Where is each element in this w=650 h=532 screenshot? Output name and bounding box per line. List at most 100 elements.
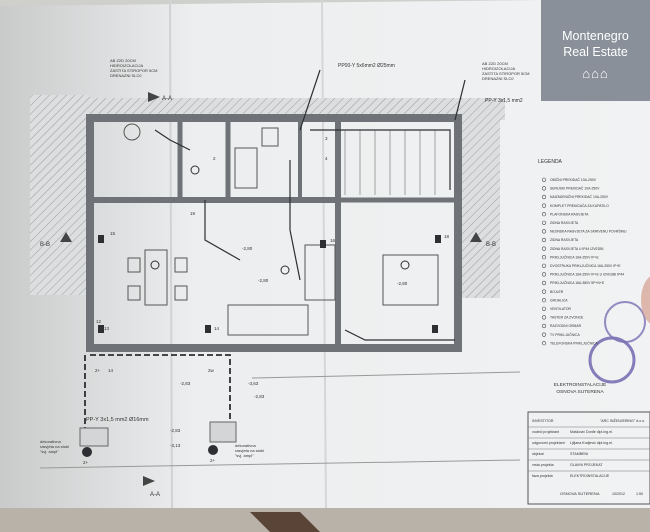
svg-text:12: 12	[96, 319, 102, 324]
note-top-left: AB Z2D 20CM	[110, 58, 136, 63]
title-block: INVESTITOR "ARC INŽENJERING" d.o.o. vode…	[528, 418, 650, 496]
legend-symbol-icon	[541, 229, 547, 234]
svg-text:14: 14	[214, 326, 220, 331]
svg-text:-2,83: -2,83	[180, 381, 191, 386]
staircase	[344, 130, 436, 195]
legend-item: RAZVODNI ORMAR	[550, 324, 582, 328]
legend: LEGENDA OBIČNI PREKIDAČ 10A-250V SERIJSKI…	[538, 159, 627, 345]
watermark-line2: Real Estate	[563, 45, 628, 59]
svg-text:B-B: B-B	[486, 242, 496, 248]
legend-item: NEONSKA RASVJETA ZA SKRIVENU POVRŠINU	[550, 229, 627, 234]
table-surface	[0, 508, 650, 532]
section-label-bb: B-B	[40, 242, 50, 248]
walls	[86, 114, 462, 352]
title-block-label: odgovorni projektant	[532, 441, 565, 445]
legend-item: GRIJALICA	[550, 298, 568, 302]
svg-text:2+: 2+	[210, 458, 216, 463]
legend-symbol-icon	[541, 289, 547, 294]
soil-hatch	[30, 95, 90, 295]
circuit-number: 15	[110, 231, 116, 236]
legend-symbol-icon	[541, 186, 547, 191]
three-houses-icon: ⌂⌂⌂	[582, 66, 609, 81]
legend-item: TELEFONSKA PRIKLJUČNICA	[550, 340, 598, 345]
soil-hatch	[455, 118, 500, 298]
legend-symbol-icon	[541, 220, 547, 225]
legend-symbol-icon	[541, 237, 547, 243]
legend-item: PRIKLJUČNICA 16A-380V 5P+N+E	[550, 280, 605, 285]
legend-item: TV PRIKLJUČNICA	[550, 332, 581, 337]
title-block-client: "ARC INŽENJERING" d.o.o.	[600, 418, 645, 423]
outline	[39, 459, 521, 469]
legend-symbol-icon	[541, 332, 547, 337]
cable-label-top: PP00-Y 5x6mm2 Ø25mm	[338, 63, 395, 69]
svg-text:13: 13	[104, 326, 110, 331]
title-block-label: vrsta projekta	[532, 463, 554, 467]
legend-symbol-icon	[541, 315, 547, 320]
planter	[79, 427, 109, 447]
stamp	[588, 336, 636, 384]
hand	[641, 276, 650, 324]
legend-item: DVOSTRUKA PRIKLJUČNICA 16A-250V IP+E	[550, 263, 621, 268]
section-marker-aa	[143, 476, 155, 486]
legend-symbol-icon	[541, 272, 547, 277]
title-block-scale: 1:50	[636, 492, 643, 496]
svg-text:2+: 2+	[83, 460, 89, 465]
svg-text:-3,13: -3,13	[170, 443, 181, 448]
title-block-firm: INVESTITOR	[532, 419, 554, 423]
legend-item: OBIČNI PREKIDAČ 10A-250V	[550, 177, 597, 182]
watermark-line1: Montenegro	[562, 29, 629, 43]
svg-text:16: 16	[330, 238, 336, 243]
lamp-label-right: dekorativna	[235, 443, 256, 448]
section-marker-bb	[60, 232, 72, 242]
svg-text:3: 3	[325, 136, 328, 141]
cable-label-right: PP-Y 3x1,5 mm2	[485, 98, 523, 104]
title-block-value: Ljiljana Kraljević dipl.ing.el.	[570, 441, 613, 445]
svg-text:2+: 2+	[95, 368, 101, 373]
paper-fold	[169, 0, 173, 513]
cable-label-terrace: PP-Y 3x1,5 mm2 Ø16mm	[86, 417, 149, 423]
outline	[251, 371, 521, 379]
title-block-label: faza projekta	[532, 474, 553, 478]
svg-text:14: 14	[108, 368, 114, 373]
watermark-logo: Montenegro Real Estate ⌂⌂⌂	[541, 0, 650, 101]
legend-symbol-icon	[541, 263, 547, 268]
legend-item: VENTILATOR	[550, 307, 572, 311]
legend-item: TASTER ZA ZVONCE	[550, 316, 584, 320]
svg-text:4: 4	[325, 156, 328, 161]
title-block-sheet: OSNOVA SUTERENA	[560, 491, 600, 496]
section-marker-aa	[148, 92, 160, 102]
svg-text:-3,63: -3,63	[248, 381, 259, 386]
electrical-symbols	[82, 165, 441, 457]
svg-text:-2,83: -2,83	[254, 394, 265, 399]
title-block-value: Mašković Dorđe dipl.ing.el.	[570, 430, 613, 434]
legend-symbol-icon	[541, 341, 547, 346]
note-top-right: AB Z2D 20CM	[482, 61, 508, 66]
sheet-title: ELEKTROINSTALACIJE	[554, 382, 606, 388]
legend-item: ZIDNA RASVJETA U IP44 IZVEDBI	[550, 247, 604, 251]
title-block-value: STAMBENI	[570, 452, 588, 456]
legend-item: PRIKLJUČNICA 16A-250V IP+E U IZVEDBI IP4…	[550, 272, 624, 277]
wiring	[84, 69, 466, 440]
legend-item: PLAFONSKA RASVJETA	[550, 212, 589, 216]
title-block-value: GLAVNI PROJEKAT	[570, 463, 603, 467]
legend-item: BOJLER	[550, 290, 564, 294]
legend-item: NAIZMJENIČNI PREKIDAČ 10A-250V	[550, 194, 609, 199]
section-label-aa: A-A	[162, 96, 172, 102]
svg-text:A-A: A-A	[150, 492, 160, 498]
legend-symbol-icon	[541, 255, 547, 260]
legend-title: LEGENDA	[538, 159, 563, 165]
legend-item: SERIJSKI PREKIDAČ 10A-250V	[550, 186, 600, 191]
title-block-frame	[527, 411, 650, 505]
legend-item: ZIDNA RASVJETA	[550, 221, 579, 225]
legend-symbol-icon	[541, 212, 547, 217]
svg-text:-2,83: -2,83	[170, 428, 181, 433]
legend-symbol-icon	[541, 306, 547, 311]
legend-symbol-icon	[541, 298, 547, 303]
svg-text:-2,80: -2,80	[397, 281, 408, 286]
title-block-label: vodeći projektant	[532, 430, 559, 434]
